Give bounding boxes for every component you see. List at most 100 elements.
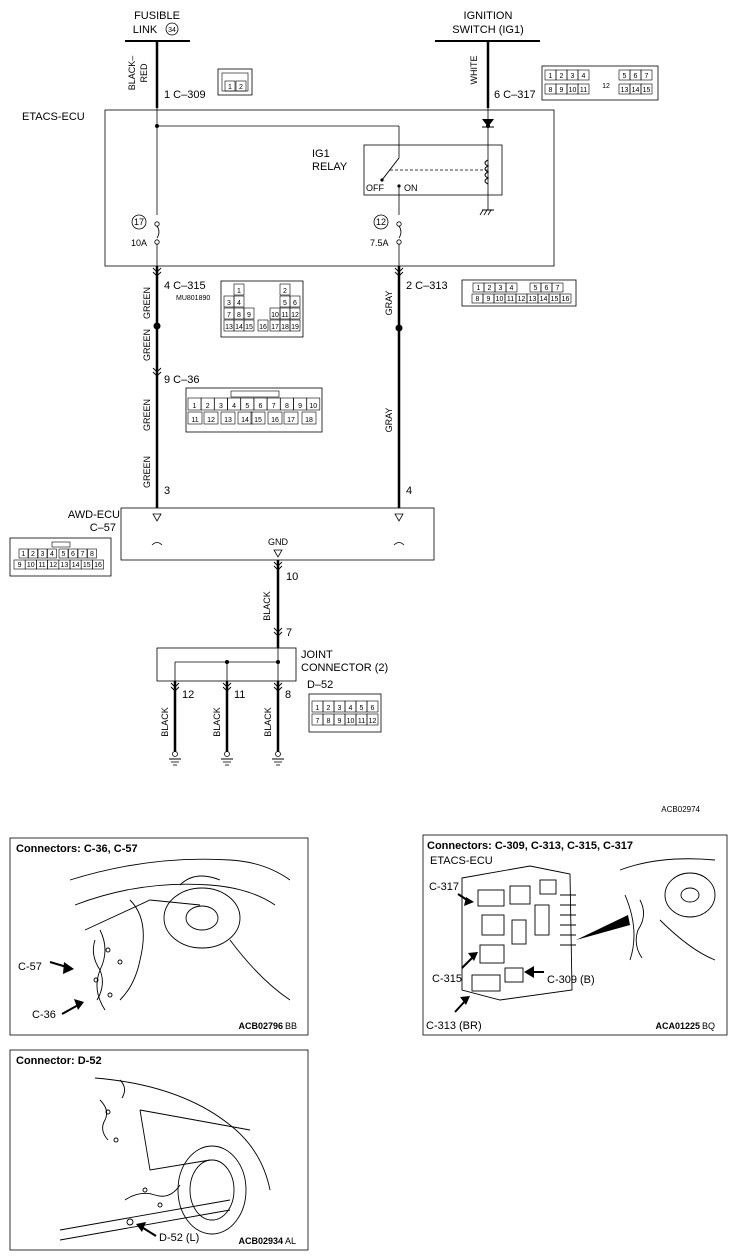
fusible-link-number-circle bbox=[165, 22, 179, 36]
awd-input-3-icon bbox=[152, 513, 162, 522]
c36-pin-1: 1 bbox=[193, 403, 197, 410]
panel-d52-code-tail: AL bbox=[285, 1236, 296, 1246]
c57-pin-2: 2 bbox=[31, 551, 35, 558]
c36-arrow-icon bbox=[152, 367, 162, 377]
diagram-code: ACB02974 bbox=[661, 805, 700, 814]
c57-pin-4-cell bbox=[47, 548, 57, 559]
c313-arrow-icon bbox=[394, 267, 404, 277]
panel-etacs-title: Connectors: C-309, C-313, C-315, C-317 bbox=[427, 840, 633, 852]
d52-pin-12-cell bbox=[366, 713, 379, 726]
wire-label-black-3: BLACK bbox=[212, 707, 222, 737]
c315-part-code: MU801890 bbox=[176, 295, 210, 302]
c317-pin-15: 15 bbox=[643, 87, 651, 94]
c315-pin-13: 13 bbox=[225, 324, 233, 331]
c315-pin-2: 2 bbox=[283, 288, 287, 295]
diode-icon bbox=[482, 119, 494, 127]
panel-d52-title: Connector: D-52 bbox=[16, 1055, 102, 1067]
c315-pin-18: 18 bbox=[281, 324, 289, 331]
fuse-12-icon bbox=[398, 225, 402, 239]
c313-pin-5: 5 bbox=[534, 285, 538, 292]
c57-pin-12: 12 bbox=[49, 562, 57, 569]
c36-pin-10: 10 bbox=[309, 403, 317, 410]
joint-pin-12: 12 bbox=[182, 689, 194, 701]
c57-pin-4: 4 bbox=[50, 551, 54, 558]
c57-pin-16: 16 bbox=[94, 562, 102, 569]
c313-pin-14: 14 bbox=[540, 296, 548, 303]
c317-pin-3: 3 bbox=[571, 73, 575, 80]
d52-pin-5: 5 bbox=[360, 705, 364, 712]
c317-pin-4: 4 bbox=[582, 73, 586, 80]
d52-pin-12: 12 bbox=[369, 718, 377, 725]
c57-pin-1: 1 bbox=[22, 551, 26, 558]
gnd-pin-10: 10 bbox=[286, 571, 298, 583]
c36-pin-7: 7 bbox=[272, 403, 276, 410]
panel-etacs-code-tail: BQ bbox=[702, 1021, 715, 1031]
c36-pin-5: 5 bbox=[245, 403, 249, 410]
wire-label-black-red-1: BLACK– bbox=[127, 56, 137, 91]
c317-pin-6: 6 bbox=[634, 73, 638, 80]
d52-pin-10: 10 bbox=[347, 718, 355, 725]
c315-pin-7: 7 bbox=[227, 312, 231, 319]
panel-d52-label: D-52 (L) bbox=[159, 1232, 199, 1244]
joint-connector-label-3: D–52 bbox=[307, 679, 333, 691]
ground-symbol-2 bbox=[221, 751, 233, 766]
wire-label-green-2: GREEN bbox=[142, 329, 152, 361]
c313-pointer-icon bbox=[460, 996, 470, 1005]
c317-pin-7-cell bbox=[640, 69, 653, 81]
c317-pin-5: 5 bbox=[623, 73, 627, 80]
c57-pin-11: 11 bbox=[38, 562, 45, 569]
ignition-switch-label-2: SWITCH (IG1) bbox=[452, 24, 524, 36]
c36-pin-17: 17 bbox=[287, 417, 295, 424]
panel-c36-c57 bbox=[9, 837, 309, 1036]
c315-pin-9: 9 bbox=[247, 312, 251, 319]
c313-pin-10: 10 bbox=[496, 296, 504, 303]
c57-pin-3-cell bbox=[37, 548, 48, 559]
c57-pin-15: 15 bbox=[83, 562, 91, 569]
d52-pin-7: 7 bbox=[316, 718, 320, 725]
c36-pin-6: 6 bbox=[259, 403, 263, 410]
gray-splice bbox=[395, 324, 403, 332]
fuse-17-circle bbox=[131, 214, 147, 230]
green-splice bbox=[153, 322, 161, 330]
c317-pin-4-cell bbox=[577, 69, 590, 81]
panel-c57-label: C-57 bbox=[18, 961, 42, 973]
c309-pin-1: 1 bbox=[228, 84, 232, 91]
c317-pin-7: 7 bbox=[645, 73, 649, 80]
c57-pin-7-cell bbox=[77, 548, 88, 559]
wire-label-black-1: BLACK bbox=[262, 591, 272, 621]
c57-pointer-icon bbox=[63, 962, 74, 974]
c36-pin-15: 15 bbox=[254, 417, 262, 424]
c36-pin-17-cell bbox=[283, 411, 299, 425]
c36-pin-14-cell bbox=[237, 411, 253, 425]
c313-pin-13: 13 bbox=[529, 296, 537, 303]
c315-pin-16: 16 bbox=[259, 324, 267, 331]
fuse-17-number: 17 bbox=[134, 217, 144, 227]
d52-pin-8: 8 bbox=[327, 718, 331, 725]
joint-pin-8: 8 bbox=[285, 689, 291, 701]
d52-pin-1: 1 bbox=[316, 705, 320, 712]
c313-pin-16-cell bbox=[559, 293, 572, 304]
panel-c313-label: C-313 (BR) bbox=[426, 1020, 482, 1032]
c317-pointer-icon bbox=[464, 897, 474, 906]
c315-pin-11: 11 bbox=[281, 312, 288, 319]
joint-connector-box bbox=[156, 647, 297, 682]
pin-label-c315: 4 C–315 bbox=[164, 280, 206, 292]
c57-pin-6: 6 bbox=[71, 551, 75, 558]
panel-etacs-code: ACA01225 bbox=[655, 1021, 700, 1031]
c57-pin-6-cell bbox=[68, 548, 78, 559]
pin-label-c309: 1 C–309 bbox=[164, 89, 206, 101]
awd-gnd-icon bbox=[273, 549, 283, 558]
awd-ecu-connector-label: C–57 bbox=[90, 522, 116, 534]
c36-pin-16-cell bbox=[267, 411, 283, 425]
panel-etacs-sub: ETACS-ECU bbox=[430, 855, 493, 867]
c315-pin-6-cell bbox=[289, 295, 301, 308]
c36-pin-9: 9 bbox=[298, 403, 302, 410]
c57-pin-8-cell bbox=[87, 548, 97, 559]
c317-pin-15-cell bbox=[640, 83, 653, 95]
c57-pin-14: 14 bbox=[72, 562, 80, 569]
joint-pin-11: 11 bbox=[234, 689, 245, 701]
c315-pin-12-cell bbox=[289, 307, 301, 320]
